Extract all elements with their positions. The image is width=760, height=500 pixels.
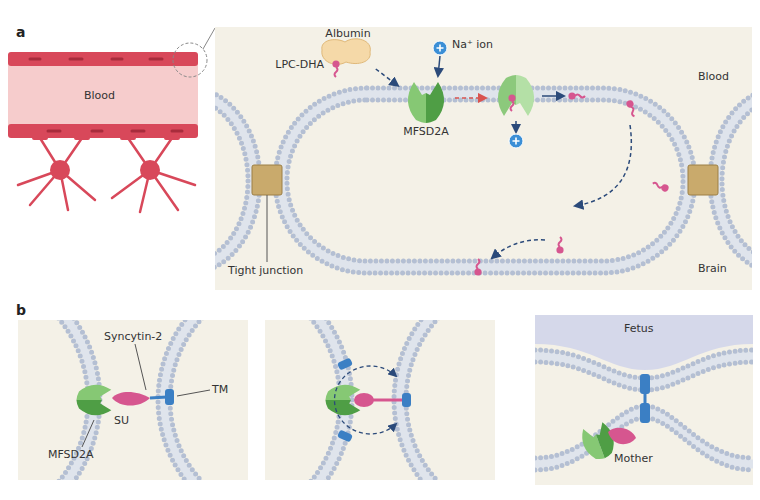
tm-domain (165, 389, 174, 405)
neuron-body (140, 160, 160, 180)
zoom-line (203, 28, 215, 49)
panel-frame (18, 320, 248, 480)
flow-arrow (515, 121, 517, 132)
panel-frame (535, 315, 753, 485)
flow-connector (376, 69, 398, 86)
panel-letter: a (16, 24, 36, 40)
albumin-node: Albumin (318, 27, 378, 69)
bilayer-tails (716, 94, 752, 267)
tm-link (644, 394, 647, 403)
tight-junction (252, 165, 282, 195)
part-label: Brain (698, 262, 748, 275)
tight-junction (688, 165, 718, 195)
flow-arrow (542, 95, 564, 97)
bilayer-tails (400, 320, 495, 480)
bilayer-heads (170, 320, 248, 480)
flow-arrow (492, 240, 545, 258)
flow-arrow (438, 56, 440, 76)
mfsd2a-transporter (408, 82, 444, 123)
bilayer-tails (164, 320, 248, 480)
membranes (215, 88, 752, 273)
albumin-blob (322, 39, 371, 65)
endothelial-nuclei (30, 59, 182, 131)
node-label: Albumin (318, 27, 378, 40)
panel-letter: b (16, 302, 36, 318)
part-label: Na⁺ ion (452, 38, 522, 51)
part-label: Mother (614, 452, 684, 465)
leader-line (82, 344, 210, 447)
membranes (535, 315, 753, 470)
panel-frame (215, 27, 752, 290)
lipid (556, 237, 563, 254)
bilayer-heads (406, 320, 495, 480)
part-label: MFSD2A (48, 448, 118, 461)
leader-line (267, 195, 268, 262)
part-label: SU (114, 414, 144, 427)
vessel-sketch (8, 28, 215, 212)
part-label: Fetus (624, 322, 684, 335)
lpc-dha-lipid (332, 60, 339, 77)
mfsd2a-transporter (578, 420, 619, 463)
flow-arrow (575, 125, 631, 206)
su-domain (608, 428, 636, 445)
bilayer-heads (535, 418, 753, 470)
tm-domain (402, 393, 411, 407)
part-label: Blood (698, 70, 748, 83)
bilayer-heads (287, 100, 683, 261)
membranes (265, 320, 495, 480)
bilayer-heads (722, 100, 752, 261)
bilayer-tails (281, 94, 689, 267)
tm-domain (640, 403, 650, 423)
state-arrow (455, 97, 486, 99)
bilayer-heads (275, 88, 695, 273)
zoom-circle (173, 43, 207, 77)
part-label: LPC-DHA (252, 58, 324, 71)
su-stalk (370, 399, 402, 402)
membranes (18, 320, 248, 480)
su-domain (112, 392, 150, 406)
bilayer-tails (215, 94, 254, 267)
lipid (474, 259, 481, 276)
su-domain (354, 393, 374, 407)
tm-domain (337, 357, 353, 370)
mfsd2a-transporter (498, 75, 534, 116)
part-label: Blood (84, 89, 144, 102)
neuron-body (50, 160, 70, 180)
lipid (625, 99, 637, 117)
part-label: Tight junction (228, 264, 328, 277)
transporter-node: MFSD2A (398, 76, 454, 138)
lipid (508, 94, 515, 111)
bilayer-heads (394, 320, 495, 480)
node-label: MFSD2A (398, 125, 454, 138)
bilayer-heads (215, 100, 248, 261)
part-label: Syncytin-2 (104, 330, 184, 343)
tm-domain (337, 429, 353, 442)
syncytin-stalk (150, 397, 167, 398)
sodium-ion (433, 41, 447, 55)
part-label: TM (212, 383, 242, 396)
tm-domain (640, 374, 650, 394)
sodium-ion (509, 134, 523, 148)
mfsd2a-transporter (76, 385, 111, 416)
lipid (652, 180, 670, 192)
neuron-processes (18, 138, 195, 212)
lipid (568, 92, 585, 99)
bilayer-heads (158, 320, 248, 480)
panel-frame (265, 320, 495, 480)
vessel-lumen (8, 58, 198, 130)
rotation-arrow (335, 366, 396, 434)
